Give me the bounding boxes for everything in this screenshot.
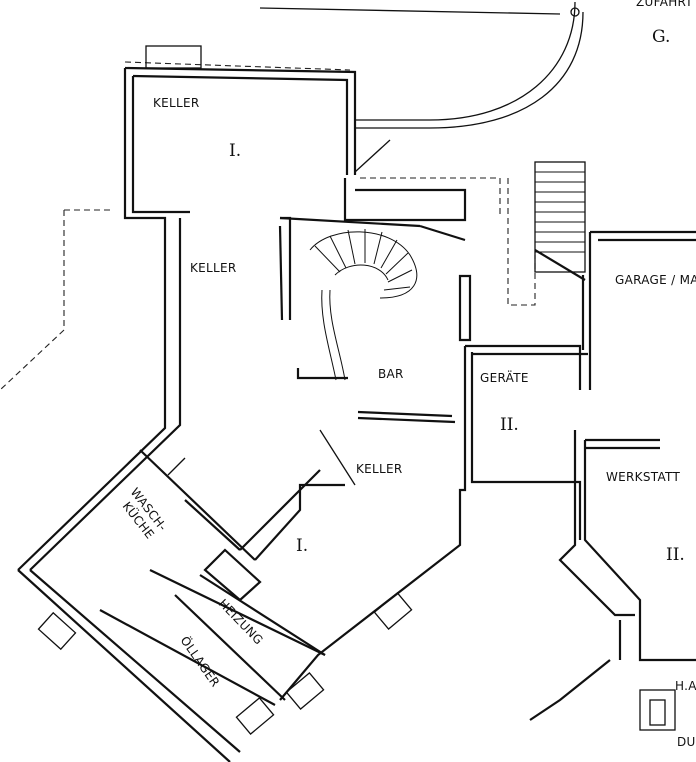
label-werkstatt: WERKSTATT	[606, 470, 680, 484]
spiral-stair	[309, 229, 418, 381]
room-labels: ZUFAHRT G. KELLER I. KELLER GARAGE / MAS…	[120, 0, 696, 749]
label-zone-werkstatt: II.	[666, 545, 685, 565]
lower-rooms-walls	[17, 429, 413, 762]
label-zone-top: I.	[229, 141, 241, 161]
label-zufahrt: ZUFAHRT	[636, 0, 693, 9]
label-bar: BAR	[378, 367, 404, 381]
label-oellager: ÖLLAGER	[178, 633, 225, 690]
werkstatt-walls	[529, 430, 696, 731]
label-keller-mid: KELLER	[190, 261, 237, 275]
label-keller-top: KELLER	[153, 96, 200, 110]
label-du: DU.	[677, 735, 696, 749]
label-zone-low: I.	[296, 536, 308, 556]
label-garage: GARAGE / MAS	[615, 273, 696, 287]
label-keller-low: KELLER	[356, 462, 403, 476]
upper-keller-walls	[17, 45, 391, 571]
dashed-outlines	[0, 61, 536, 391]
label-zone-geraete: II.	[500, 415, 519, 435]
driveway-curve	[259, 1, 584, 129]
bar-area-walls	[278, 178, 588, 701]
straight-stair	[534, 161, 696, 390]
label-geraete: GERÄTE	[480, 370, 529, 385]
label-g: G.	[652, 27, 670, 47]
label-ha: H.A	[675, 679, 696, 693]
